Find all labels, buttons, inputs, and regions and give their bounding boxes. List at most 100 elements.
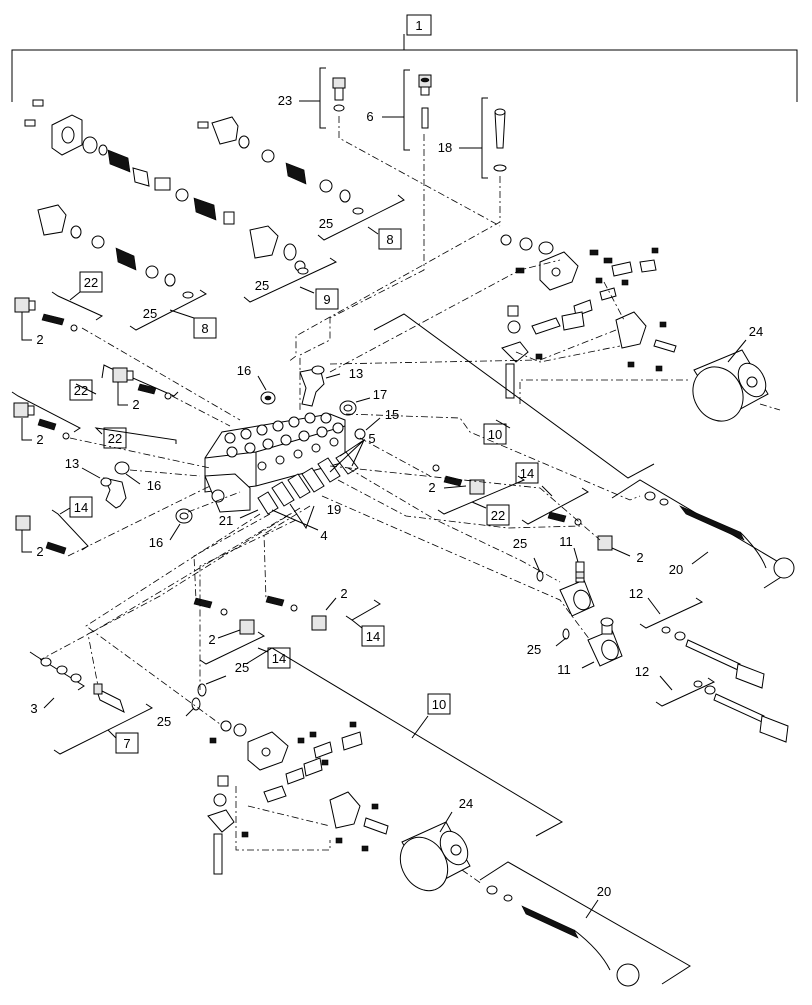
callout-2-e: 2 — [428, 480, 435, 495]
callout-16-b: 16 — [147, 478, 161, 493]
callout-14-d: 14 — [272, 651, 286, 666]
callout-10-b: 10 — [432, 697, 446, 712]
connection-lines — [39, 116, 781, 885]
callout-23: 23 — [278, 93, 292, 108]
bracket-9 — [243, 257, 339, 310]
callout-2-c: 2 — [36, 432, 43, 447]
solenoid-24-upper — [692, 349, 769, 422]
callout-1: 1 — [415, 18, 422, 33]
plug-2-e — [432, 464, 485, 495]
lever-12-a — [661, 626, 765, 689]
callout-22-c: 22 — [108, 431, 122, 446]
fitting-16-c — [175, 508, 193, 524]
callout-13-a: 13 — [349, 366, 363, 381]
seal-group-3 — [29, 651, 85, 691]
callout-16-c: 16 — [149, 535, 163, 550]
callout-13-b: 13 — [65, 456, 79, 471]
cable-mount-lower — [207, 720, 389, 875]
solenoid-24-lower — [399, 821, 471, 892]
callout-12-b: 12 — [635, 664, 649, 679]
callout-2-d: 2 — [36, 544, 43, 559]
plug-2-b — [112, 367, 172, 400]
callout-24-b: 24 — [459, 796, 473, 811]
bracket-12-b — [655, 675, 716, 707]
bracket-6 — [382, 69, 410, 151]
valve-body — [204, 412, 346, 513]
valve-11-a — [559, 561, 595, 617]
callout-11-a: 11 — [559, 534, 573, 549]
callout-8-a: 8 — [386, 232, 393, 247]
callout-17: 17 — [373, 387, 387, 402]
callout-9: 9 — [323, 292, 330, 307]
callout-8-b: 8 — [201, 321, 208, 336]
callout-21: 21 — [219, 513, 233, 528]
control-lever-20-lower — [479, 861, 691, 987]
callout-16-a: 16 — [237, 363, 251, 378]
valve-11-b — [587, 617, 623, 667]
lever-12-b — [693, 680, 789, 743]
callout-2-b: 2 — [132, 397, 139, 412]
callout-14-b: 14 — [520, 466, 534, 481]
plug-2-h — [193, 597, 255, 635]
callout-22-b: 22 — [74, 383, 88, 398]
fitting-17 — [339, 400, 357, 416]
control-lever-20-upper — [611, 479, 795, 589]
plug-2-a — [14, 297, 78, 332]
callout-14-c: 14 — [366, 629, 380, 644]
callout-11-b: 11 — [557, 662, 571, 677]
callout-22-a: 22 — [84, 275, 98, 290]
callout-15: 15 — [385, 407, 399, 422]
callout-3: 3 — [30, 701, 37, 716]
callout-22-e: 22 — [491, 508, 505, 523]
bracket-22-top — [51, 271, 104, 321]
callout-25-g: 25 — [157, 714, 171, 729]
bracket-10-upper — [373, 313, 655, 479]
bracket-18 — [459, 97, 488, 179]
plug-2-g — [265, 595, 327, 631]
fitting-7 — [93, 683, 125, 713]
plug-2-d — [15, 515, 67, 555]
elbow-fitting-13-a — [299, 365, 325, 407]
bracket-10-lower — [245, 647, 564, 837]
bracket-14-lower-a — [345, 599, 385, 647]
bracket-14-right — [515, 462, 589, 525]
spool-assembly-upper — [24, 99, 306, 272]
callout-2-a: 2 — [36, 332, 43, 347]
cable-mount-upper — [500, 234, 677, 399]
callout-2-g: 2 — [340, 586, 347, 601]
fitting-16-b — [114, 461, 130, 475]
callout-4: 4 — [320, 528, 327, 543]
callout-12-a: 12 — [629, 586, 643, 601]
callout-25-a: 25 — [319, 216, 333, 231]
bracket-22-right — [437, 475, 526, 526]
callout-10-a: 10 — [488, 427, 502, 442]
fitting-23 — [332, 77, 346, 112]
callout-25-d: 25 — [513, 536, 527, 551]
fitting-6 — [418, 74, 432, 129]
elbow-fitting-13-b — [100, 477, 127, 509]
fitting-18 — [493, 108, 507, 172]
callout-25-b: 25 — [255, 278, 269, 293]
callout-20-b: 20 — [597, 884, 611, 899]
plug-2-f — [547, 511, 613, 551]
callout-25-e: 25 — [527, 642, 541, 657]
callout-20-a: 20 — [669, 562, 683, 577]
bracket-23 — [299, 67, 326, 129]
callout-25-c: 25 — [143, 306, 157, 321]
spool-assembly-lower — [37, 204, 176, 287]
bracket-8-upper — [317, 194, 405, 250]
assembly-bracket — [11, 14, 798, 102]
callout-18: 18 — [438, 140, 452, 155]
callout-19: 19 — [327, 502, 341, 517]
callout-14-a: 14 — [74, 500, 88, 515]
callout-2-h: 2 — [208, 632, 215, 647]
bracket-8-lower — [129, 289, 217, 339]
callout-7: 7 — [123, 736, 130, 751]
callout-6: 6 — [366, 109, 373, 124]
callout-2-f: 2 — [636, 550, 643, 565]
spool-assembly-middle — [197, 116, 351, 203]
port-fittings-4-5-19-21 — [257, 428, 366, 515]
bracket-7 — [53, 703, 153, 755]
callout-24-a: 24 — [749, 324, 763, 339]
